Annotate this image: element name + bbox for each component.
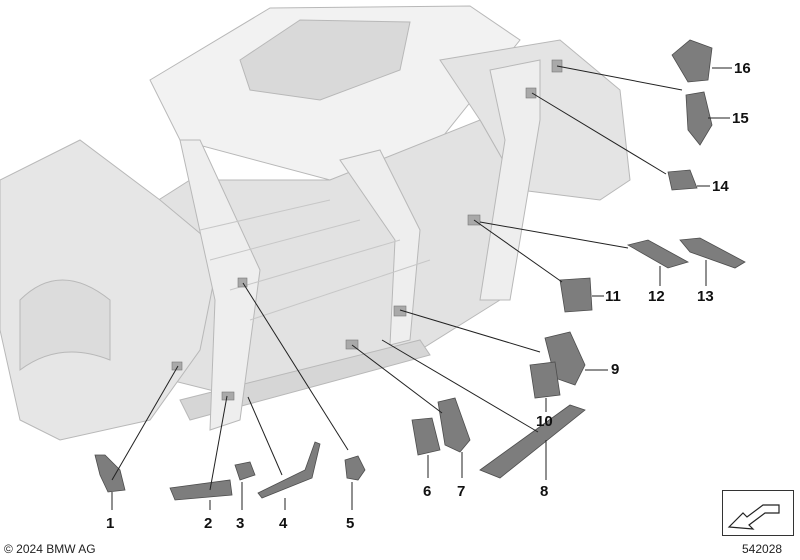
part-12 <box>626 239 690 269</box>
part-7 <box>437 397 471 453</box>
leader-12 <box>479 221 629 249</box>
callout-3: 3 <box>236 515 245 532</box>
car-body <box>0 5 631 441</box>
callout-2: 2 <box>204 515 213 532</box>
part-6 <box>411 417 441 456</box>
front-strut <box>19 279 111 371</box>
bracket-b-pillar-lower <box>393 305 407 317</box>
part-5 <box>344 455 366 481</box>
part-10 <box>529 361 561 399</box>
sunroof-opening <box>239 19 411 101</box>
leader-16 <box>556 65 683 91</box>
a-pillar <box>179 139 261 431</box>
callout-12: 12 <box>648 288 665 305</box>
navigation-box[interactable] <box>722 490 794 536</box>
leader-8 <box>381 339 539 433</box>
callout-10: 10 <box>536 413 553 430</box>
c-pillar <box>479 59 541 301</box>
callout-5: 5 <box>346 515 355 532</box>
leader-11 <box>473 219 563 283</box>
leader-lines <box>111 65 732 510</box>
part-4 <box>257 441 321 499</box>
leader-9 <box>399 309 541 353</box>
callout-16: 16 <box>734 60 751 77</box>
bracket-rear-middle <box>525 87 537 99</box>
part-11 <box>559 277 593 313</box>
callout-9: 9 <box>611 361 620 378</box>
bracket-rocker-front <box>221 391 235 401</box>
b-pillar <box>339 149 421 346</box>
callout-4: 4 <box>279 515 288 532</box>
callout-6: 6 <box>423 483 432 500</box>
part-8 <box>479 404 586 479</box>
part-15 <box>685 91 713 146</box>
loose-parts <box>94 39 746 501</box>
part-14 <box>667 169 698 191</box>
copyright-text: © 2024 BMW AG <box>4 542 96 556</box>
bracket-a-pillar-upper <box>237 277 248 288</box>
part-2 <box>169 479 233 501</box>
callout-8: 8 <box>540 483 549 500</box>
front-structure <box>0 139 221 441</box>
callout-14: 14 <box>712 178 729 195</box>
leader-4 <box>247 396 283 476</box>
leader-5 <box>242 282 349 451</box>
leader-1 <box>111 365 179 481</box>
bracket-sill-middle <box>345 339 359 350</box>
arrow-icon <box>727 504 780 530</box>
callout-1: 1 <box>106 515 115 532</box>
part-13 <box>679 237 746 269</box>
part-1 <box>94 454 126 493</box>
part-3 <box>234 461 256 481</box>
leader-2 <box>209 395 228 491</box>
diagram-id: 542028 <box>742 542 783 556</box>
leader-14 <box>531 92 667 175</box>
bracket-a-pillar <box>171 361 183 371</box>
leader-6 <box>351 344 443 414</box>
part-16 <box>671 39 713 83</box>
callout-7: 7 <box>457 483 466 500</box>
floor-ribs <box>199 199 431 321</box>
callout-15: 15 <box>732 110 749 127</box>
callout-11: 11 <box>605 288 621 305</box>
callout-13: 13 <box>697 288 714 305</box>
